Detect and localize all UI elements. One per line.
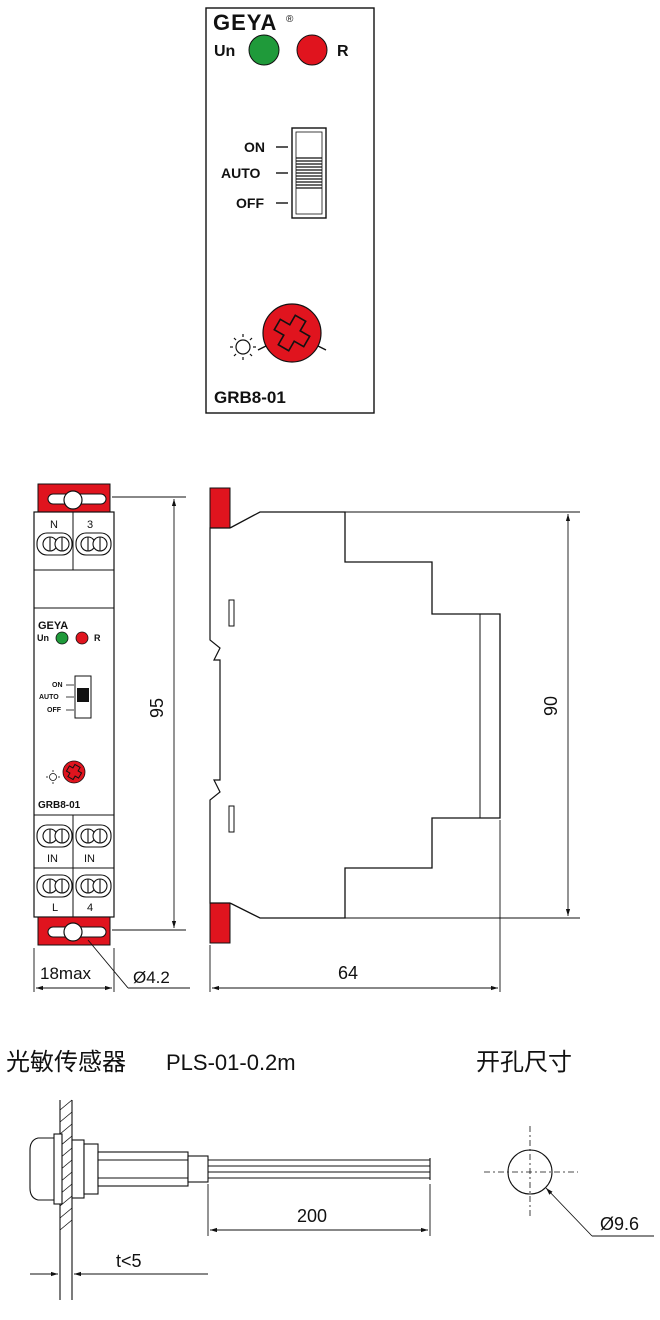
device-power-led-icon [55, 631, 69, 645]
switch-auto-label: AUTO [221, 165, 261, 181]
sensor-model: PLS-01-0.2m [166, 1050, 296, 1075]
device-model: GRB8-01 [38, 800, 81, 811]
device-r-label: R [94, 633, 101, 643]
sensor-title: 光敏传感器 [6, 1049, 126, 1076]
dim-depth: 64 [338, 963, 358, 983]
terminal-label-n: N [50, 519, 58, 531]
dim-height-body: 90 [541, 696, 561, 716]
dimension-lines-front [33, 496, 190, 992]
relay-led-icon [296, 34, 328, 66]
panel-model: GRB8-01 [214, 388, 286, 407]
sensitivity-knob[interactable] [257, 303, 327, 363]
mode-switch[interactable] [291, 127, 327, 219]
terminal-label-in-1: IN [47, 853, 58, 865]
terminal-label-4: 4 [87, 902, 93, 914]
power-led-icon [248, 34, 280, 66]
device-switch-on-label: ON [52, 682, 63, 689]
terminal-label-in-2: IN [84, 853, 95, 865]
dimension-lines-sensor [30, 1184, 431, 1277]
terminal-screws-mid [36, 824, 112, 848]
light-sensor-drawing [29, 1099, 431, 1300]
dim-hole: Ø4.2 [133, 968, 170, 987]
cutout-drawing [484, 1126, 654, 1237]
terminal-label-3: 3 [87, 519, 93, 531]
device-brand: GEYA [38, 620, 68, 632]
front-panel: GEYA ® Un R ON AUTO OFF [205, 7, 375, 414]
panel-registered-mark: ® [286, 14, 294, 25]
device-switch-auto-label: AUTO [39, 694, 59, 701]
device-knob [62, 760, 86, 784]
dimension-lines-side [209, 511, 580, 992]
device-front-view: N 3 GEYA Un R ON AUTO OFF [33, 483, 115, 946]
dim-width: 18max [40, 964, 92, 983]
dim-height-total: 95 [147, 698, 167, 718]
dim-panel-thickness: t<5 [116, 1251, 142, 1271]
device-sun-icon [46, 770, 60, 784]
device-un-label: Un [37, 633, 49, 643]
terminal-screws-top [36, 532, 112, 556]
panel-un-label: Un [214, 43, 235, 60]
device-switch-off-label: OFF [47, 707, 62, 714]
dim-cable-length: 200 [297, 1206, 327, 1226]
dim-cutout-diameter: Ø9.6 [600, 1214, 639, 1234]
device-side-view [209, 487, 501, 944]
switch-on-label: ON [244, 139, 265, 155]
cutout-title: 开孔尺寸 [476, 1049, 572, 1076]
terminal-label-l: L [52, 902, 58, 914]
panel-brand: GEYA [213, 10, 277, 35]
sun-icon [230, 334, 256, 360]
panel-r-label: R [337, 43, 349, 60]
terminal-screws-bottom [36, 874, 112, 898]
device-relay-led-icon [75, 631, 89, 645]
device-mode-switch [74, 675, 92, 719]
switch-off-label: OFF [236, 195, 264, 211]
